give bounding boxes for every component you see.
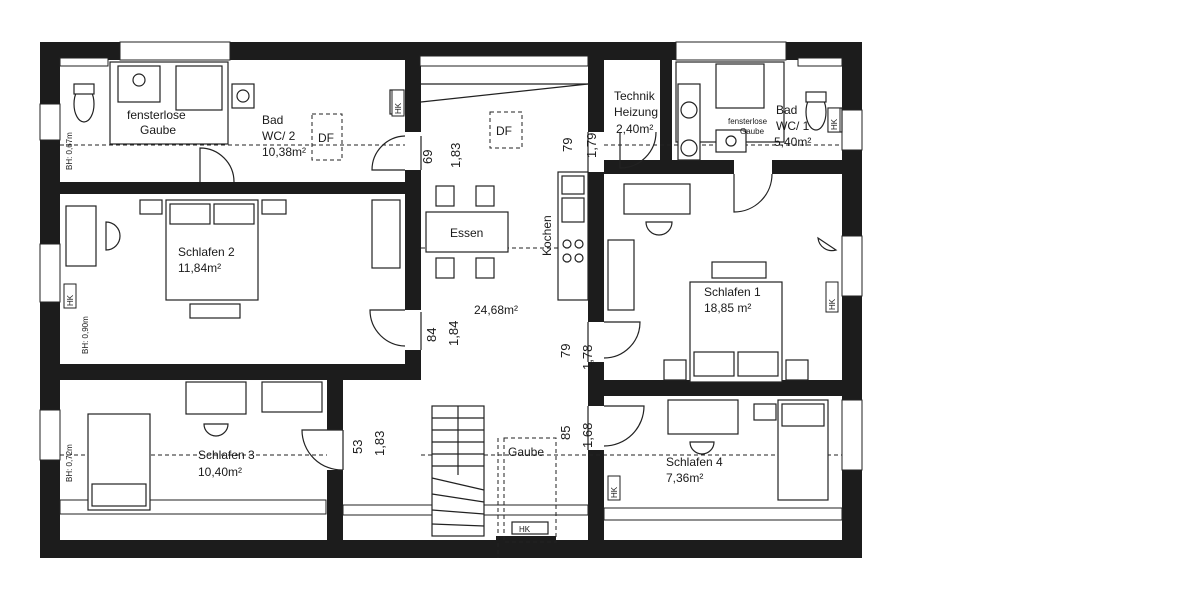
dim-4-top: 79 [558, 344, 573, 358]
dim-3-bot: 1,84 [446, 321, 461, 346]
interior-walls [40, 42, 862, 558]
label-bad1-1: Bad [776, 103, 797, 117]
door-schlafen2 [369, 309, 406, 347]
schlafen4-furniture [667, 399, 829, 501]
label-gaube-right-2: Gaube [740, 127, 765, 136]
schlafen3-furniture [87, 381, 323, 511]
label-schlafen4-1: Schlafen 4 [666, 455, 723, 469]
door-schlafen1 [603, 321, 641, 359]
gaube-center-box [503, 437, 557, 543]
sink-left [117, 65, 161, 103]
label-bad1-2: WC/ 1 [776, 119, 810, 133]
dining-table [425, 211, 509, 253]
schlafen1-furniture [607, 183, 838, 383]
dim-5-bot: 1,83 [372, 431, 387, 456]
label-schlafen3-2: 10,40m² [198, 465, 242, 479]
door-bad1 [733, 173, 773, 213]
label-bad1-3: 5,40m² [774, 135, 811, 149]
wardrobe-s3 [261, 381, 323, 413]
dim-2-top: 79 [560, 138, 575, 152]
door-hall-bad2 [371, 135, 406, 171]
door-dimensions: 69 1,83 79 1,79 84 1,84 79 1,78 53 1,83 … [342, 132, 599, 470]
sink-right [715, 129, 747, 153]
shower-right [715, 63, 765, 109]
dim-2-bot: 1,79 [584, 133, 599, 158]
desk-s2 [65, 205, 97, 267]
dim-3-top: 84 [424, 328, 439, 342]
wardrobe-s1 [607, 239, 635, 311]
label-bad2-3: 10,38m² [262, 145, 306, 159]
desk-s3 [185, 381, 247, 415]
desk-s4 [667, 399, 739, 435]
wardrobe-s2 [371, 199, 401, 269]
door-schlafen4 [603, 405, 645, 447]
door-technik [619, 131, 657, 169]
desk-s1 [623, 183, 691, 215]
heaters [63, 89, 841, 501]
label-technik-2: Heizung [614, 105, 658, 119]
label-technik-1: Technik [614, 89, 656, 103]
shower-left [175, 65, 223, 111]
dim-1-bot: 1,83 [448, 143, 463, 168]
schlafen2-furniture [65, 199, 401, 319]
door-schlafen3 [301, 429, 344, 471]
label-df-left: DF [318, 131, 334, 145]
label-essen: Essen [450, 226, 483, 240]
label-wohn-area: 24,68m² [474, 303, 518, 317]
label-schlafen4-2: 7,36m² [666, 471, 703, 485]
bh-label-3: BH: 0,72m [65, 444, 74, 482]
label-kochen: Kochen [540, 215, 554, 256]
label-schlafen2-2: 11,84m² [178, 261, 221, 275]
hk-label-5: HK [610, 486, 619, 498]
door-bad2 [199, 147, 235, 183]
dim-5-top: 53 [350, 440, 365, 454]
doors [199, 131, 773, 471]
label-bad2-1: Bad [262, 113, 283, 127]
label-schlafen1-2: 18,85 m² [704, 301, 751, 315]
heater-bottom [511, 521, 549, 535]
dim-6-top: 85 [558, 426, 573, 440]
skylights [311, 111, 523, 161]
kitchen [557, 171, 589, 301]
toilet-wc2 [231, 83, 255, 109]
dining-set [425, 185, 509, 279]
dim-1-top: 69 [420, 150, 435, 164]
bh-label-2: BH: 0,90m [81, 316, 90, 354]
label-technik-3: 2,40m² [616, 122, 653, 136]
bh-label-1: BH: 0,67m [65, 132, 74, 170]
label-schlafen2-1: Schlafen 2 [178, 245, 235, 259]
label-gaube-right-1: fensterlose [728, 117, 768, 126]
label-gaube-left-1: fensterlose [127, 108, 186, 122]
hk-label-6: HK [519, 525, 531, 534]
staircase [431, 405, 485, 537]
hk-label-1: HK [394, 102, 403, 114]
hk-label-4: HK [830, 118, 839, 130]
label-schlafen1-1: Schlafen 1 [704, 285, 761, 299]
dim-6-bot: 1,68 [580, 423, 595, 448]
dim-4-bot: 1,78 [580, 345, 595, 370]
boiler [677, 83, 701, 161]
label-gaube-left-2: Gaube [140, 123, 176, 137]
label-schlafen3-1: Schlafen 3 [198, 448, 255, 462]
label-bad2-2: WC/ 2 [262, 129, 296, 143]
label-gaube-center: Gaube [508, 445, 544, 459]
hk-label-2: HK [66, 294, 75, 306]
windows [39, 41, 863, 521]
hk-label-3: HK [828, 298, 837, 310]
label-df-center: DF [496, 124, 512, 138]
